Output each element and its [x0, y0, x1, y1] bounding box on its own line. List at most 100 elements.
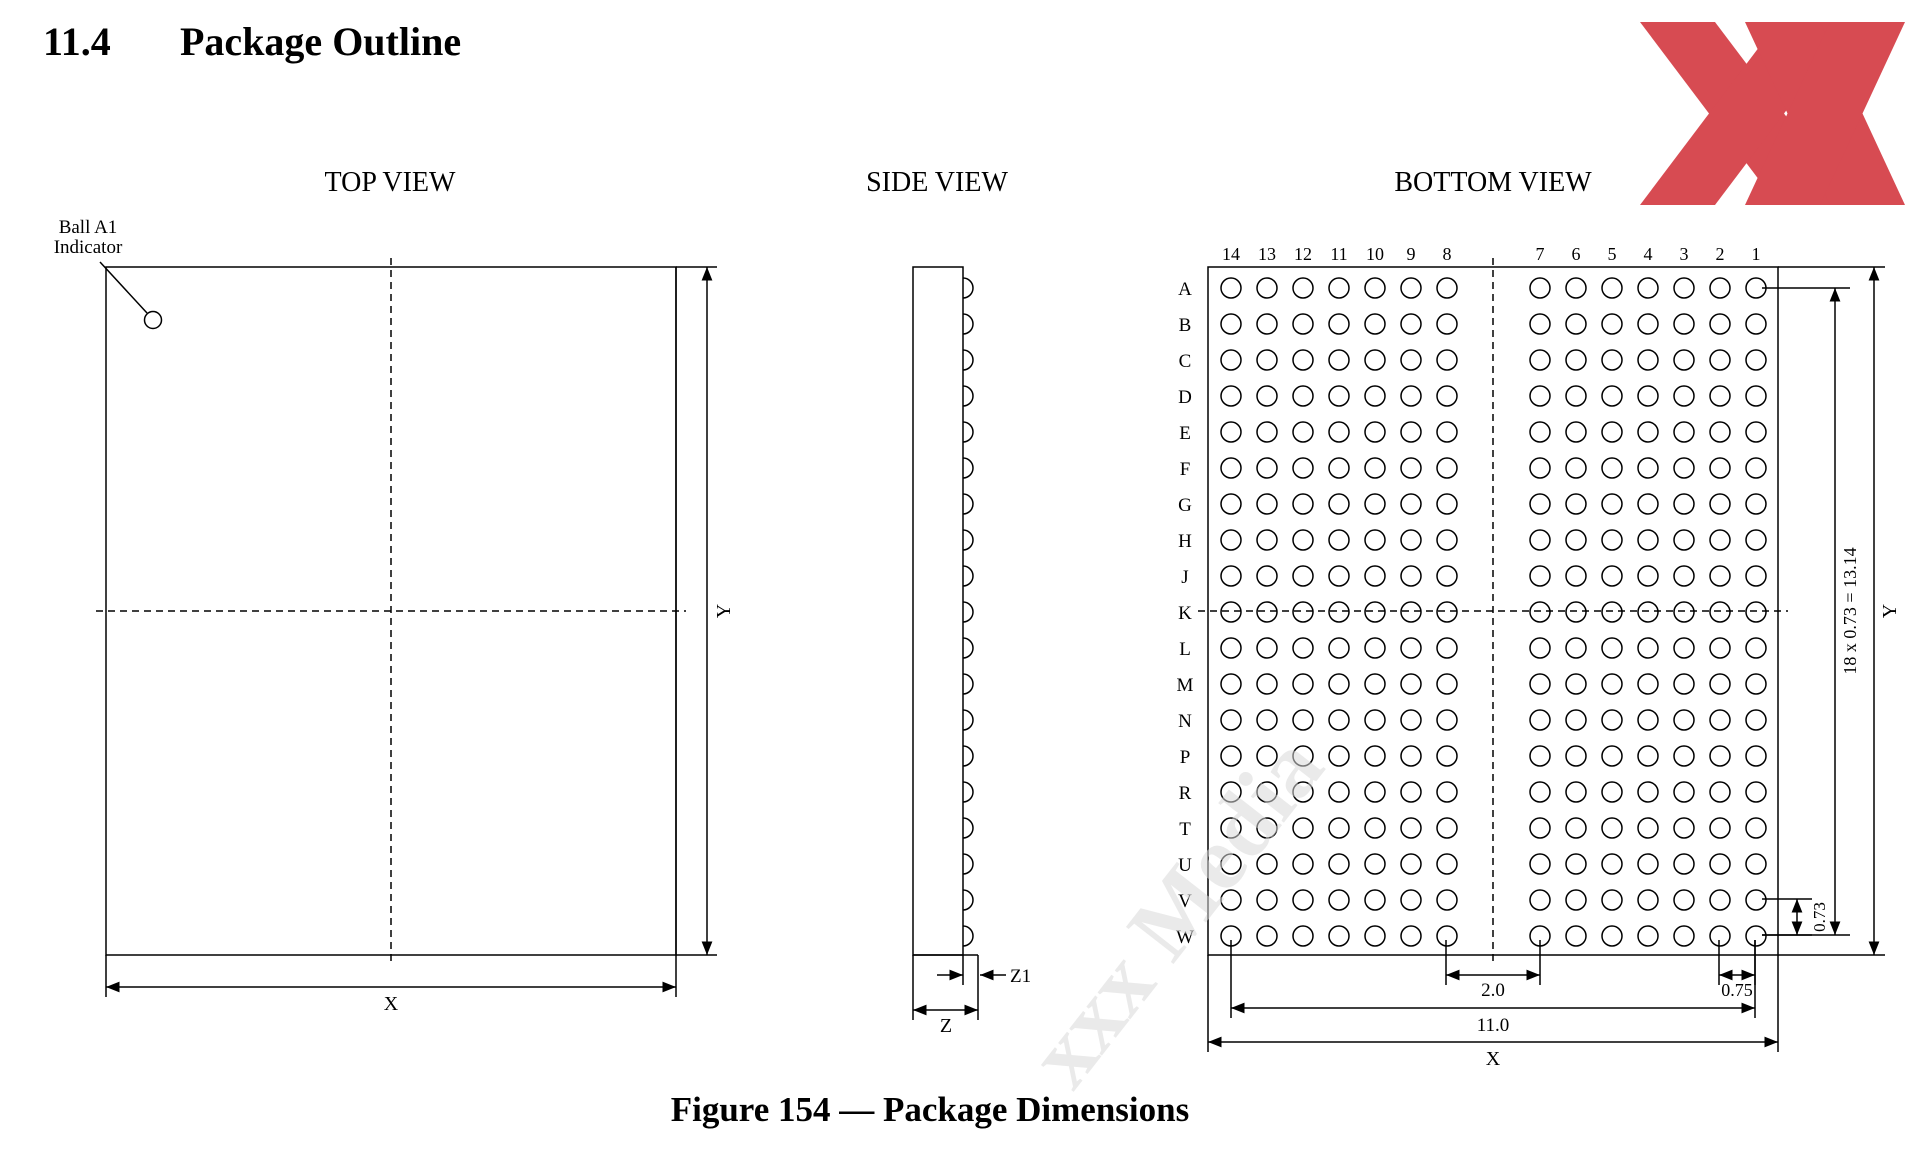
bottom-view-title: BOTTOM VIEW	[1394, 167, 1592, 198]
side-ball	[962, 277, 974, 299]
row-pitch-label: 0.73	[1810, 902, 1829, 932]
ball-T14	[1220, 817, 1242, 839]
side-ball	[962, 925, 974, 947]
ball-L5	[1601, 637, 1623, 659]
ball-G5	[1601, 493, 1623, 515]
ball-J10	[1364, 565, 1386, 587]
ball-M3	[1673, 673, 1695, 695]
ball-P10	[1364, 745, 1386, 767]
ball-M2	[1709, 673, 1731, 695]
ball-A6	[1565, 277, 1587, 299]
ball-V10	[1364, 889, 1386, 911]
ball-A10	[1364, 277, 1386, 299]
ball-K9	[1400, 601, 1422, 623]
ball-V3	[1673, 889, 1695, 911]
ball-D12	[1292, 385, 1314, 407]
col-span-label: 11.0	[1477, 1015, 1510, 1036]
ball-G9	[1400, 493, 1422, 515]
side-ball	[962, 673, 974, 695]
row-label: K	[1178, 603, 1192, 624]
ball-V7	[1529, 889, 1551, 911]
ball-L9	[1400, 637, 1422, 659]
side-ball	[962, 889, 974, 911]
ball-P6	[1565, 745, 1587, 767]
ball-U14	[1220, 853, 1242, 875]
ball-N7	[1529, 709, 1551, 731]
ball-N1	[1745, 709, 1767, 731]
ball-U7	[1529, 853, 1551, 875]
ball-U13	[1256, 853, 1278, 875]
ball-N9	[1400, 709, 1422, 731]
ball-P2	[1709, 745, 1731, 767]
ball-C4	[1637, 349, 1659, 371]
column-label: 6	[1572, 244, 1581, 264]
top-view	[96, 258, 717, 997]
ball-B12	[1292, 313, 1314, 335]
ball-N6	[1565, 709, 1587, 731]
ball-F7	[1529, 457, 1551, 479]
row-label: E	[1179, 423, 1191, 444]
ball-H13	[1256, 529, 1278, 551]
ball-F3	[1673, 457, 1695, 479]
ball-G10	[1364, 493, 1386, 515]
ball-D11	[1328, 385, 1350, 407]
ball-V8	[1436, 889, 1458, 911]
ball-V14	[1220, 889, 1242, 911]
ball-E13	[1256, 421, 1278, 443]
ball-A5	[1601, 277, 1623, 299]
row-label: R	[1179, 783, 1192, 804]
ball-R9	[1400, 781, 1422, 803]
ball-F10	[1364, 457, 1386, 479]
section-number: 11.4	[43, 19, 111, 64]
side-ball	[962, 781, 974, 803]
bottom-y-label: Y	[1879, 604, 1901, 618]
section-title: Package Outline	[180, 19, 462, 64]
ball-U4	[1637, 853, 1659, 875]
ball-L14	[1220, 637, 1242, 659]
column-label: 12	[1294, 244, 1312, 264]
ball-B2	[1709, 313, 1731, 335]
ball-M8	[1436, 673, 1458, 695]
ball-M1	[1745, 673, 1767, 695]
ball-U12	[1292, 853, 1314, 875]
ball-M13	[1256, 673, 1278, 695]
column-label: 10	[1366, 244, 1384, 264]
ball-J6	[1565, 565, 1587, 587]
row-span-label: 18 x 0.73 = 13.14	[1840, 547, 1860, 674]
ball-N4	[1637, 709, 1659, 731]
side-ball	[962, 349, 974, 371]
ball-T2	[1709, 817, 1731, 839]
ball-E12	[1292, 421, 1314, 443]
ball-H7	[1529, 529, 1551, 551]
ball-C5	[1601, 349, 1623, 371]
ball-F13	[1256, 457, 1278, 479]
ball-T6	[1565, 817, 1587, 839]
ball-L4	[1637, 637, 1659, 659]
side-view-outline	[912, 266, 964, 956]
ball-A2	[1709, 277, 1731, 299]
ball-U8	[1436, 853, 1458, 875]
side-ball	[962, 313, 974, 335]
ball-M6	[1565, 673, 1587, 695]
ball-K4	[1637, 601, 1659, 623]
ball-F8	[1436, 457, 1458, 479]
ball-C9	[1400, 349, 1422, 371]
ball-E4	[1637, 421, 1659, 443]
ball-P8	[1436, 745, 1458, 767]
row-label: V	[1178, 891, 1192, 912]
ball-R6	[1565, 781, 1587, 803]
side-ball	[962, 529, 974, 551]
ball-W3	[1673, 925, 1695, 947]
ball-A8	[1436, 277, 1458, 299]
ball-V6	[1565, 889, 1587, 911]
column-label: 9	[1407, 244, 1416, 264]
ball-E8	[1436, 421, 1458, 443]
ball-E11	[1328, 421, 1350, 443]
ball-T1	[1745, 817, 1767, 839]
ball-W12	[1292, 925, 1314, 947]
ball-P1	[1745, 745, 1767, 767]
ball-F12	[1292, 457, 1314, 479]
ball-J5	[1601, 565, 1623, 587]
